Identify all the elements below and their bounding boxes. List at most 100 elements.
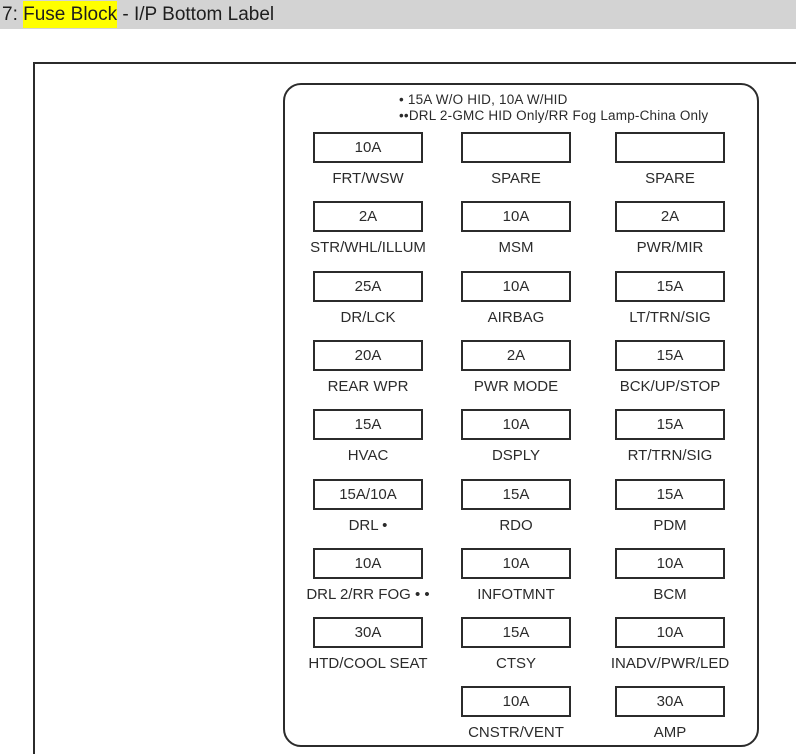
fuse-amp: 15A xyxy=(656,486,684,503)
legend: • 15A W/O HID, 10A W/HID ••DRL 2-GMC HID… xyxy=(399,92,708,124)
fuse-box: 20A xyxy=(313,340,423,371)
fuse-label: FRT/WSW xyxy=(332,170,404,187)
fuse-label: RDO xyxy=(499,517,533,534)
fuse-label: INFOTMNT xyxy=(477,586,555,603)
fuse-label: PDM xyxy=(653,517,687,534)
fuse-label: STR/WHL/ILLUM xyxy=(310,239,426,256)
fuse-amp: 10A xyxy=(656,624,684,641)
fuse-box xyxy=(461,132,571,163)
fuse-amp: 10A xyxy=(502,693,530,710)
fuse-cell: 10A FRT/WSW xyxy=(295,132,441,187)
fuse-cell: 2A PWR/MIR xyxy=(597,201,743,256)
fuse-label: HTD/COOL SEAT xyxy=(308,655,428,672)
fuse-amp: 10A xyxy=(502,555,530,572)
fuse-cell: 15A RDO xyxy=(443,479,589,534)
fuse-box: 15A xyxy=(615,479,725,510)
title-highlight: Fuse Block xyxy=(23,1,118,28)
fuse-box: 15A xyxy=(313,409,423,440)
fuse-label: CTSY xyxy=(495,655,536,672)
fuse-cell: 20A REAR WPR xyxy=(295,340,441,395)
fuse-box: 15A xyxy=(615,271,725,302)
fuse-label: SPARE xyxy=(491,170,541,187)
fuse-label: INADV/PWR/LED xyxy=(610,655,730,672)
legend-line-2: ••DRL 2-GMC HID Only/RR Fog Lamp-China O… xyxy=(399,108,709,123)
fuse-box: 10A xyxy=(461,409,571,440)
fuse-cell: 15A CTSY xyxy=(443,617,589,672)
fuse-cell: 10A BCM xyxy=(597,548,743,603)
title-suffix: - I/P Bottom Label xyxy=(117,4,275,25)
fuse-panel: • 15A W/O HID, 10A W/HID ••DRL 2-GMC HID… xyxy=(283,83,759,747)
fuse-label: DR/LCK xyxy=(340,309,396,326)
fuse-cell: 15A/10A DRL • xyxy=(295,479,441,534)
fuse-amp: 10A xyxy=(502,278,530,295)
fuse-cell: 10A INADV/PWR/LED xyxy=(597,617,743,672)
fuse-cell: 10A DSPLY xyxy=(443,409,589,464)
fuse-cell: 15A PDM xyxy=(597,479,743,534)
fuse-amp: 30A xyxy=(354,624,382,641)
fuse-box xyxy=(615,132,725,163)
fuse-cell: 10A INFOTMNT xyxy=(443,548,589,603)
fuse-box: 2A xyxy=(615,201,725,232)
fuse-amp: 15A xyxy=(354,416,382,433)
fuse-label: SPARE xyxy=(645,170,695,187)
fuse-cell: 15A LT/TRN/SIG xyxy=(597,271,743,326)
fuse-cell: SPARE xyxy=(443,132,589,187)
fuse-label: BCM xyxy=(653,586,687,603)
fuse-amp: 15A xyxy=(502,624,530,641)
diagram-outer-frame xyxy=(33,62,796,754)
fuse-amp: 30A xyxy=(656,693,684,710)
fuse-box: 10A xyxy=(461,548,571,579)
fuse-label: DSPLY xyxy=(491,447,541,464)
fuse-cell: 25A DR/LCK xyxy=(295,271,441,326)
fuse-box: 15A xyxy=(615,409,725,440)
fuse-amp: 10A xyxy=(656,555,684,572)
fuse-grid: 10A FRT/WSW SPARE SPARE 2A STR/WHL/ILLUM 10A MS… xyxy=(285,132,757,744)
fuse-cell: 15A RT/TRN/SIG xyxy=(597,409,743,464)
fuse-label: MSM xyxy=(498,239,534,256)
fuse-cell: SPARE xyxy=(597,132,743,187)
fuse-label: DRL • xyxy=(348,517,388,534)
fuse-label: PWR/MIR xyxy=(636,239,704,256)
title-prefix: 7: xyxy=(2,4,24,25)
fuse-amp: 15A xyxy=(656,278,684,295)
legend-line-1: • 15A W/O HID, 10A W/HID xyxy=(399,92,568,107)
fuse-amp: 10A xyxy=(502,416,530,433)
fuse-label: PWR MODE xyxy=(473,378,559,395)
fuse-label: AIRBAG xyxy=(487,309,545,326)
fuse-amp: 15A/10A xyxy=(339,486,397,503)
fuse-label: REAR WPR xyxy=(327,378,409,395)
fuse-amp: 15A xyxy=(502,486,530,503)
fuse-cell: 30A HTD/COOL SEAT xyxy=(295,617,441,672)
fuse-amp: 20A xyxy=(354,347,382,364)
fuse-amp: 2A xyxy=(358,208,378,225)
fuse-label: LT/TRN/SIG xyxy=(629,309,711,326)
fuse-amp: 2A xyxy=(660,208,680,225)
fuse-box: 10A xyxy=(313,548,423,579)
fuse-amp: 2A xyxy=(506,347,526,364)
fuse-box: 10A xyxy=(615,548,725,579)
fuse-box: 15A/10A xyxy=(313,479,423,510)
fuse-label: DRL 2/RR FOG • • xyxy=(306,586,430,603)
fuse-cell: 2A STR/WHL/ILLUM xyxy=(295,201,441,256)
fuse-box: 10A xyxy=(461,201,571,232)
fuse-box: 2A xyxy=(461,340,571,371)
fuse-cell: 10A MSM xyxy=(443,201,589,256)
fuse-amp: 15A xyxy=(656,347,684,364)
fuse-cell: 2A PWR MODE xyxy=(443,340,589,395)
fuse-box: 10A xyxy=(313,132,423,163)
fuse-box: 30A xyxy=(615,686,725,717)
fuse-box: 10A xyxy=(615,617,725,648)
fuse-box: 30A xyxy=(313,617,423,648)
fuse-amp: 10A xyxy=(502,208,530,225)
fuse-box: 15A xyxy=(461,479,571,510)
fuse-box: 10A xyxy=(461,686,571,717)
fuse-box: 15A xyxy=(461,617,571,648)
fuse-amp: 25A xyxy=(354,278,382,295)
fuse-label: RT/TRN/SIG xyxy=(627,447,713,464)
fuse-amp: 10A xyxy=(354,555,382,572)
